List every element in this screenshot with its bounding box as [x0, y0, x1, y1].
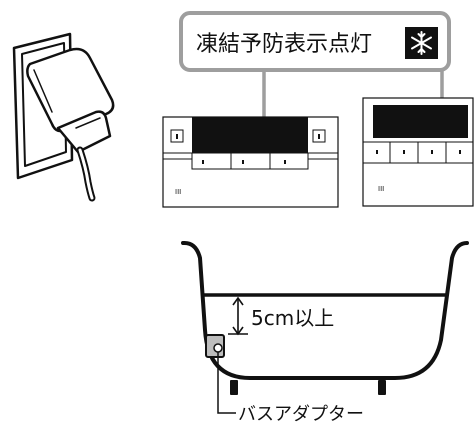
kitchen-remote-mark: III	[175, 188, 181, 196]
snowflake-icon	[405, 27, 438, 59]
adapter-label: バスアダプター	[238, 404, 364, 425]
freeze-indicator-callout: 凍結予防表示点灯	[179, 11, 451, 130]
callout-box	[179, 11, 451, 72]
depth-dimension	[228, 296, 248, 336]
kitchen-remote: III	[162, 116, 339, 208]
bath-remote-display	[373, 105, 468, 138]
bath-remote: III	[362, 97, 474, 207]
adapter-leader-line	[217, 352, 236, 414]
kitchen-remote-display	[192, 117, 308, 153]
depth-label: 5cm以上	[251, 306, 334, 330]
bath-adapter	[205, 334, 225, 358]
callout-label: 凍結予防表示点灯	[196, 32, 372, 57]
bathtub	[181, 240, 469, 395]
bath-remote-mark: III	[378, 185, 384, 193]
wall-outlet-with-plug	[12, 32, 115, 202]
